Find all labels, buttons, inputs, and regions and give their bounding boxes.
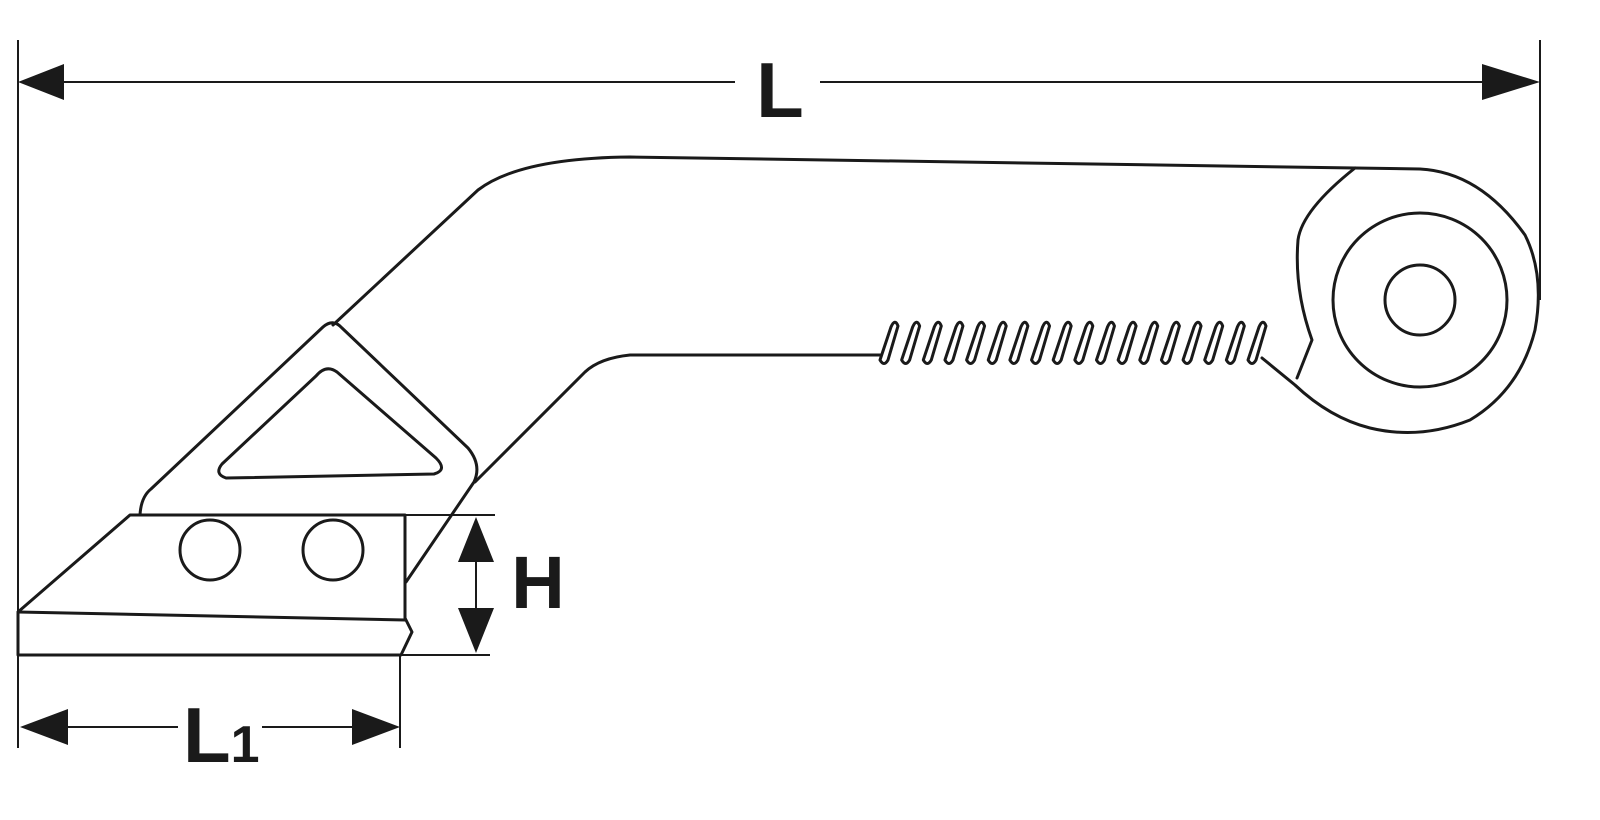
blade-hole-2	[301, 518, 365, 582]
blade-holder	[138, 321, 479, 584]
dimension-length: L	[17, 40, 1541, 748]
spring-coil	[1008, 320, 1030, 365]
spring-coil	[1138, 320, 1160, 365]
dimension-height: H	[400, 514, 565, 656]
blade-outline	[16, 513, 414, 657]
length-label: L	[756, 46, 804, 134]
handle-head-curve	[1295, 166, 1357, 380]
spring-coil	[986, 320, 1008, 365]
spring-coil	[1181, 320, 1203, 365]
holder-outline	[138, 321, 479, 584]
spring-coil	[1094, 320, 1116, 365]
arrowhead-right-l1	[352, 709, 400, 745]
spring-coil	[1203, 320, 1225, 365]
blade-length-label-subscript: 1	[231, 716, 260, 774]
blade-edge-line	[16, 610, 407, 622]
dimension-blade-length: L1	[20, 655, 401, 779]
arrowhead-left	[18, 64, 64, 100]
arrowhead-up	[458, 517, 494, 562]
height-label: H	[511, 541, 564, 624]
spring	[878, 320, 1268, 365]
spring-coil	[921, 320, 943, 365]
arrowhead-left-l1	[20, 709, 68, 745]
spring-coil	[1159, 320, 1181, 365]
spring-coil	[943, 320, 965, 365]
blade-length-label: L1	[183, 691, 260, 779]
handle-bottom-outline	[473, 353, 882, 484]
pivot-inner-circle	[1383, 263, 1457, 337]
spring-coil	[900, 320, 922, 365]
spring-coil	[1073, 320, 1095, 365]
blade-hole-1	[178, 518, 242, 582]
spring-coil	[1051, 320, 1073, 365]
spring-coil	[1116, 320, 1138, 365]
holder-window	[217, 367, 443, 480]
pivot-outer-circle	[1331, 211, 1509, 389]
handle	[331, 155, 1540, 484]
blade-length-label-main: L	[183, 691, 231, 779]
spring-coil	[1030, 320, 1052, 365]
arrowhead-right	[1482, 64, 1540, 100]
spring-coil	[1224, 320, 1246, 365]
spring-coil	[878, 320, 900, 365]
blade	[16, 513, 414, 657]
arrowhead-down	[458, 608, 494, 653]
handle-top-outline	[331, 155, 1540, 434]
spring-coil	[965, 320, 987, 365]
spring-coil	[1246, 320, 1268, 365]
